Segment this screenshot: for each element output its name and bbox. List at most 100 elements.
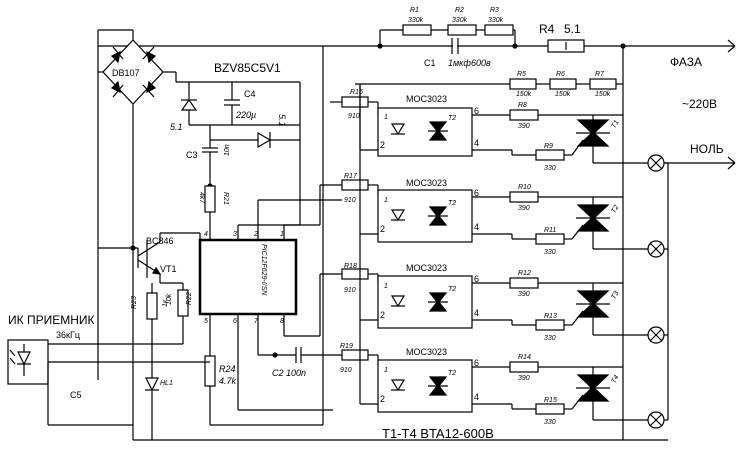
resistor-r1	[402, 24, 432, 36]
opto3-pin1: 1	[384, 283, 388, 290]
label-r19-value: 910	[340, 367, 352, 374]
label-phase: ФАЗА	[670, 55, 702, 69]
optocoupler-1	[377, 107, 473, 157]
label-c2: C2 100n	[272, 368, 306, 378]
opto1-t2: T2	[448, 115, 456, 122]
label-r1-value: 330k	[408, 17, 424, 24]
label-r22-value: 10k	[166, 293, 173, 305]
label-c1: C1	[424, 58, 436, 68]
label-mcu: PIC12F629-I/SN	[260, 244, 267, 296]
label-r12: R12	[518, 270, 531, 277]
label-r11-value: 330	[544, 249, 556, 256]
label-moc-4: MOC3023	[406, 347, 447, 357]
label-r12-value: 390	[518, 291, 530, 298]
opto2-pin6: 6	[474, 188, 479, 198]
label-r22: R22	[186, 292, 193, 305]
label-r9-value: 330	[544, 165, 556, 172]
label-voltage: ~220В	[682, 97, 717, 111]
optocoupler-4	[377, 359, 473, 413]
resistor-r6	[549, 78, 577, 90]
label-vt1: VT1	[160, 264, 177, 274]
opto2-pin1: 1	[384, 197, 388, 204]
label-r6: R6	[556, 71, 565, 78]
label-r11: R11	[544, 227, 556, 234]
label-r2-value: 330k	[452, 17, 468, 24]
label-r1: R1	[410, 7, 419, 14]
resistor-r24	[204, 355, 216, 387]
mcu-chip	[198, 238, 298, 316]
label-r24: R24	[219, 364, 236, 374]
label-r24-value: 4.7k	[219, 376, 237, 386]
label-c4: C4	[244, 89, 256, 99]
label-t3: T3	[610, 290, 620, 301]
label-c3: C3	[186, 150, 198, 160]
label-r18: R18	[344, 263, 357, 270]
label-r16: R16	[350, 89, 363, 96]
opto2-pin4: 4	[474, 222, 479, 232]
opto1-pin6: 6	[474, 106, 479, 116]
label-r15-value: 330	[544, 419, 556, 426]
opto3-pin6: 6	[474, 274, 479, 284]
label-t2: T2	[610, 204, 620, 215]
label-r17: R17	[344, 173, 358, 180]
label-r8-value: 390	[518, 123, 530, 130]
label-r13: R13	[544, 313, 557, 320]
label-zener-bzv: BZV85C5V1	[214, 61, 281, 75]
label-r21-value: 4k7	[198, 192, 205, 204]
opto4-pin2: 2	[380, 394, 385, 404]
label-r7-value: 150k	[595, 91, 611, 98]
label-zener-5v1-left: 5.1	[170, 122, 183, 132]
label-r3: R3	[490, 7, 499, 14]
label-r19: R19	[340, 343, 353, 350]
pin-1: 1	[280, 231, 284, 238]
pin-4: 4	[204, 231, 208, 238]
resistor-r3	[484, 24, 514, 36]
pin-6: 6	[233, 318, 237, 325]
resistor-r5	[509, 78, 537, 90]
label-r2: R2	[455, 7, 464, 14]
label-c3-value: 10n	[224, 144, 231, 156]
optocoupler-3	[377, 275, 473, 329]
pin-2: 2	[253, 231, 258, 238]
label-r3-value: 330k	[488, 17, 504, 24]
label-r18-value: 910	[344, 287, 356, 294]
resistor-r2	[447, 24, 477, 36]
resistor-r7	[589, 78, 617, 90]
label-moc-1: MOC3023	[406, 94, 447, 104]
opto4-pin4: 4	[474, 392, 479, 402]
opto1-pin4: 4	[474, 138, 479, 148]
opto3-t2: T2	[448, 286, 456, 293]
label-r21: R21	[222, 192, 229, 205]
pin-8: 8	[280, 318, 284, 325]
opto4-pin6: 6	[474, 358, 479, 368]
opto1-pin2: 2	[380, 140, 385, 150]
label-r10: R10	[518, 184, 531, 191]
label-zener-5v1-right: 5.1	[277, 114, 287, 127]
label-r6-value: 150k	[555, 91, 571, 98]
label-triacs: T1-T4 BTA12-600B	[382, 426, 494, 441]
label-r16-value: 910	[348, 113, 360, 120]
opto3-pin4: 4	[474, 308, 479, 318]
label-r10-value: 390	[518, 205, 530, 212]
label-r15: R15	[544, 397, 557, 404]
label-r23-value: 1к	[162, 299, 169, 307]
opto2-pin2: 2	[380, 224, 385, 234]
opto1-pin1: 1	[384, 114, 388, 121]
resistor-r21	[204, 185, 216, 213]
pin-3: 3	[233, 231, 237, 238]
pin-5: 5	[204, 318, 208, 325]
label-r7: R7	[595, 71, 605, 78]
label-r5: R5	[517, 71, 526, 78]
label-r4: R4	[539, 22, 555, 36]
resistor-r23	[146, 292, 158, 320]
opto2-t2: T2	[448, 200, 456, 207]
label-t1: T1	[610, 119, 620, 130]
label-ir-receiver: ИК ПРИЕМНИК	[8, 313, 94, 327]
label-c5: C5	[70, 390, 82, 400]
label-ir-freq: 36кГц	[56, 330, 80, 340]
label-r9: R9	[544, 143, 553, 150]
label-r14: R14	[518, 354, 531, 361]
label-r23: R23	[131, 296, 138, 309]
